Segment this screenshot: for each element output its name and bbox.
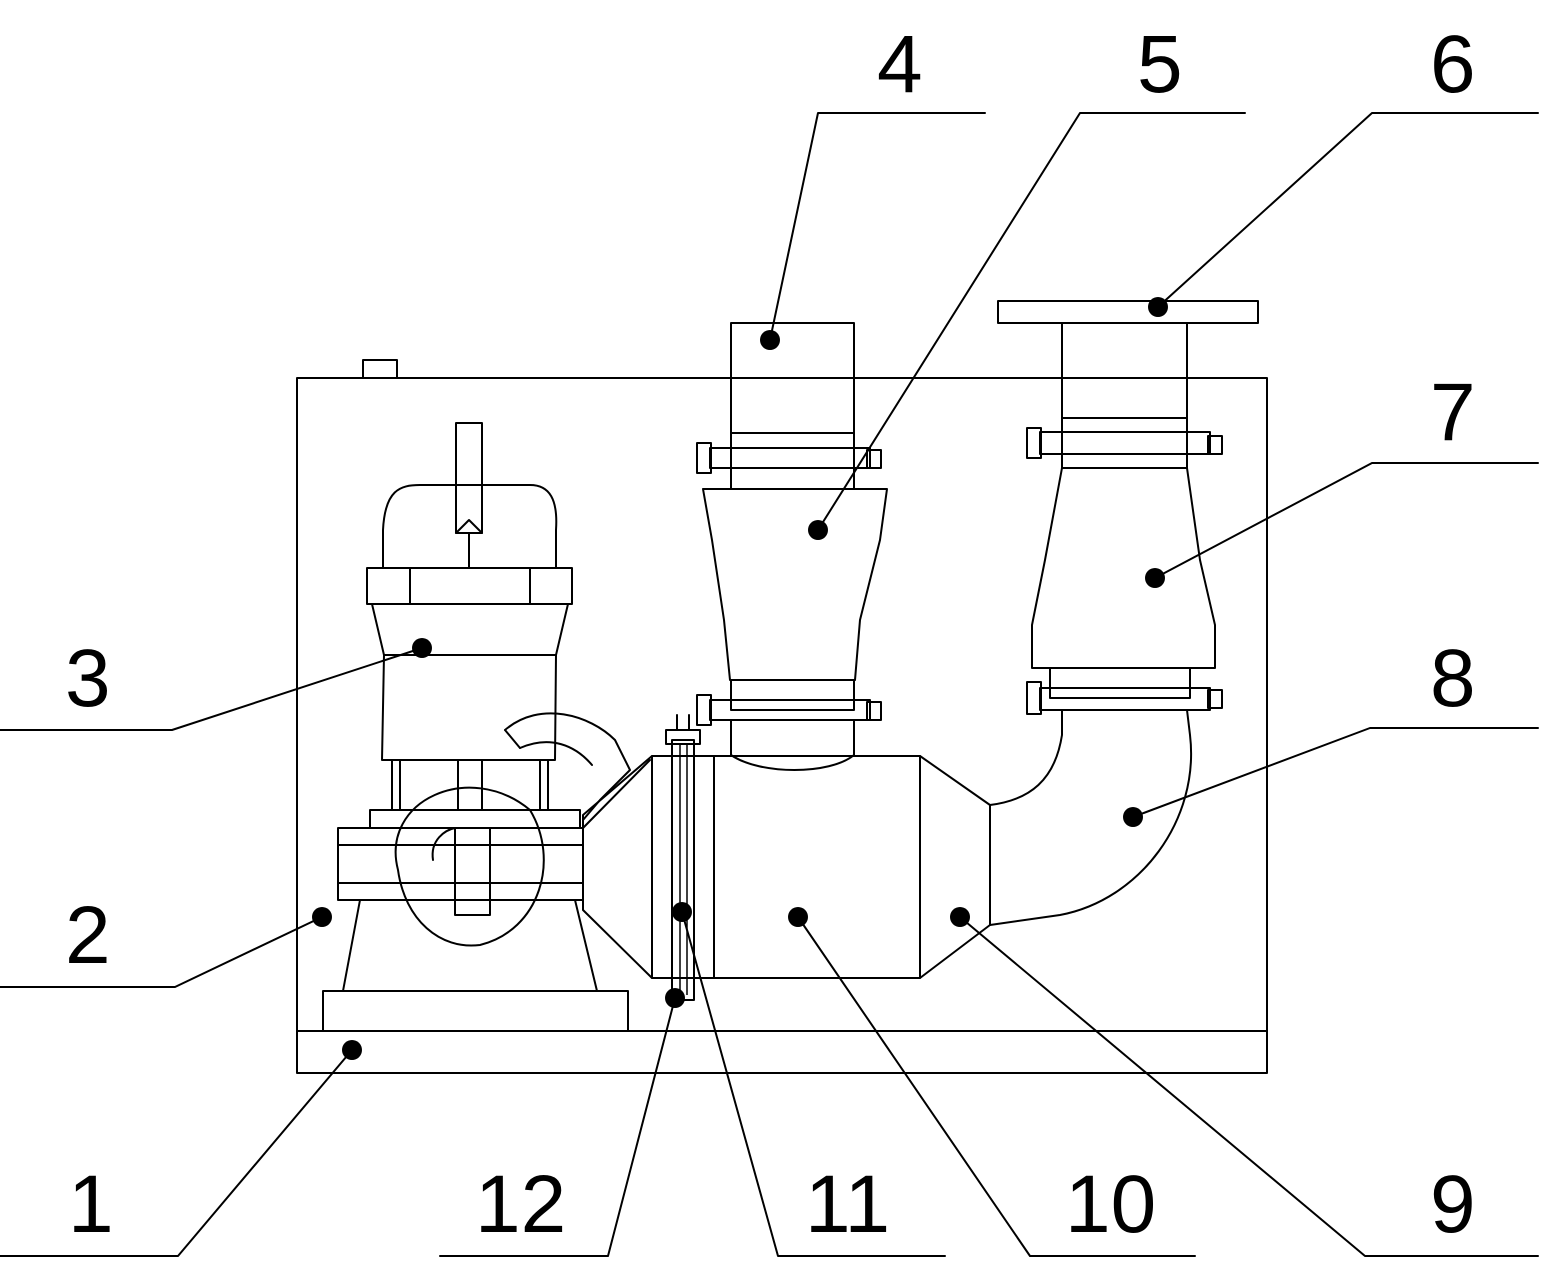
label-2: 2 [65,890,111,981]
reference-dots [312,297,1168,1060]
dot-11 [672,902,692,922]
dot-5 [808,520,828,540]
dot-8 [1123,807,1143,827]
label-11: 11 [805,1159,890,1250]
dot-7 [1145,568,1165,588]
label-1: 1 [68,1159,114,1250]
outlet-pipe [989,300,1259,926]
leader-lines [0,112,1539,1257]
label-12: 12 [475,1159,566,1250]
dot-3 [412,638,432,658]
dot-4 [760,330,780,350]
dot-1 [342,1040,362,1060]
label-8: 8 [1430,633,1476,724]
label-7: 7 [1430,367,1476,458]
label-4: 4 [877,19,923,110]
outlet-elbow [504,712,651,829]
pump-volute [337,786,598,992]
label-10: 10 [1065,1159,1156,1250]
dot-6 [1148,297,1168,317]
main-chamber [582,755,991,979]
dot-12 [665,988,685,1008]
inlet-pipe [696,322,888,771]
dot-10 [788,907,808,927]
pump-base-plate [322,990,629,1032]
label-9: 9 [1430,1159,1476,1250]
label-5: 5 [1137,19,1183,110]
dot-2 [312,907,332,927]
label-3: 3 [65,633,111,724]
part-labels: 1 2 3 4 5 6 7 8 9 10 11 12 [65,19,1476,1250]
dot-9 [950,907,970,927]
tank-frame [296,359,1268,1074]
label-6: 6 [1430,19,1476,110]
pump-motor [366,422,573,811]
